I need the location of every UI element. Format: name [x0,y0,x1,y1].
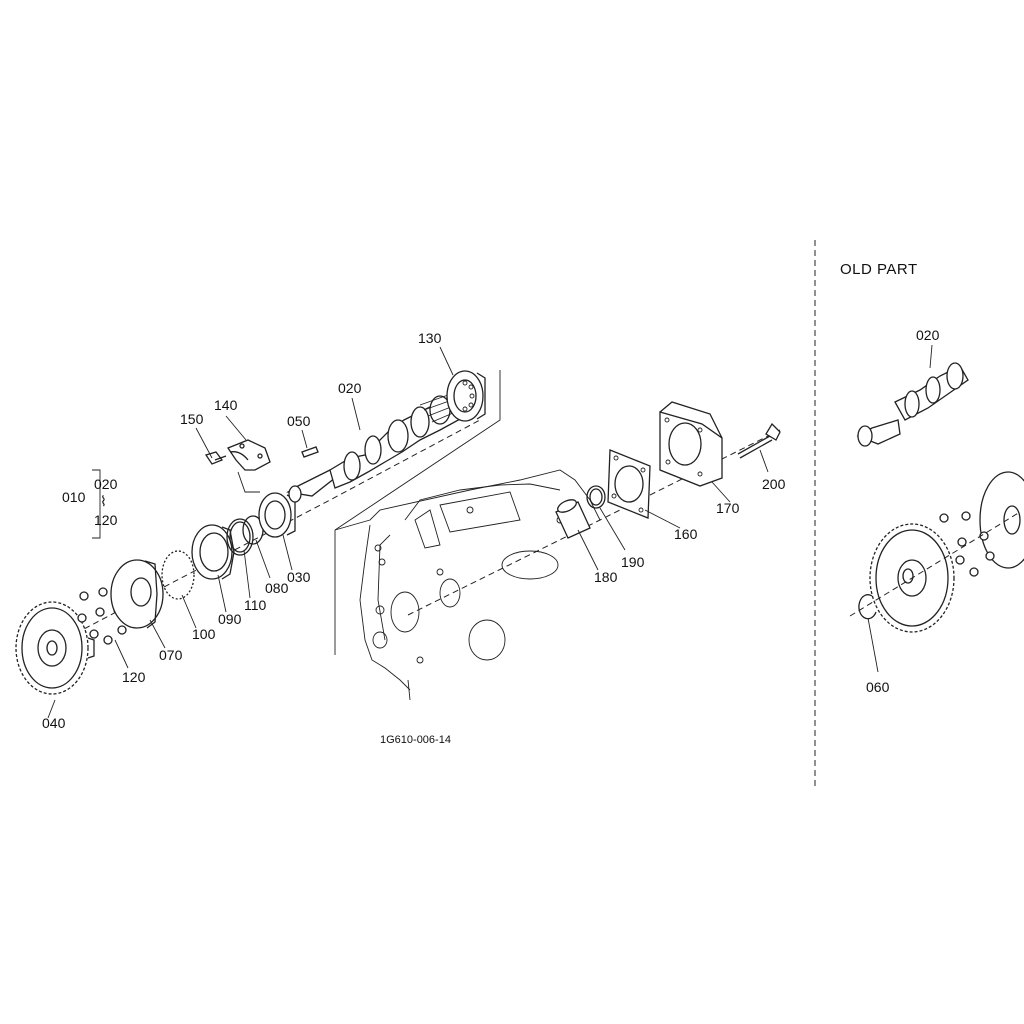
gear-040[interactable] [15,601,95,695]
figure-code: 1G610-006-14 [380,734,451,746]
bolt-200[interactable] [737,422,781,459]
assembly-range-end: 120 [94,512,118,528]
thrust-plate-090[interactable] [191,524,235,580]
callout-100[interactable]: 100 [192,626,216,642]
callout-080[interactable]: 080 [265,580,289,596]
callout-leaders [47,346,769,719]
callout-160[interactable]: 160 [674,526,698,542]
bearing-030[interactable] [258,492,296,538]
bracket-140[interactable] [227,439,271,493]
callout-050[interactable]: 050 [287,413,311,429]
callout-170[interactable]: 170 [716,500,740,516]
callout-030[interactable]: 030 [287,569,311,585]
gasket-160[interactable] [607,449,651,519]
o-ring-190[interactable] [586,485,606,509]
disc-plate-070[interactable] [110,559,164,629]
callout-150[interactable]: 150 [180,411,204,427]
assembly-id-010: 010 [62,489,86,505]
shaft-axis-line [39,419,781,653]
cover-housing-170[interactable] [659,401,723,487]
old-leader-060 [867,617,879,673]
ball-set-120[interactable] [77,587,127,645]
snap-ring-110[interactable] [226,518,254,556]
old-part-title: OLD PART [840,261,918,278]
assembly-range-symbol: ⌇ [100,493,107,509]
callout-190[interactable]: 190 [621,554,645,570]
old-callout-060[interactable]: 060 [866,679,890,695]
callout-020[interactable]: 020 [338,380,362,396]
bolt-150[interactable] [204,451,227,465]
callout-120[interactable]: 120 [122,669,146,685]
callout-040[interactable]: 040 [42,715,66,731]
old-callout-020[interactable]: 020 [916,327,940,343]
callout-110[interactable]: 110 [244,597,267,613]
old-camshaft-020[interactable] [856,362,969,447]
old-ball-set[interactable] [939,511,995,577]
gear-case-housing [334,370,601,701]
callout-140[interactable]: 140 [214,397,238,413]
callout-130[interactable]: 130 [418,330,442,346]
callout-070[interactable]: 070 [159,647,183,663]
callout-200[interactable]: 200 [762,476,786,492]
key-050[interactable] [301,446,319,458]
bearing-130[interactable] [446,370,486,422]
camshaft-020[interactable] [286,394,463,503]
old-axis-line [849,511,1021,617]
bush-180[interactable] [555,497,591,539]
callout-090[interactable]: 090 [218,611,242,627]
old-leader-020 [929,344,933,369]
old-disc-plate[interactable] [979,471,1024,569]
wave-ring-100[interactable] [161,550,195,600]
callout-180[interactable]: 180 [594,569,618,585]
assembly-range-start: 020 [94,476,118,492]
